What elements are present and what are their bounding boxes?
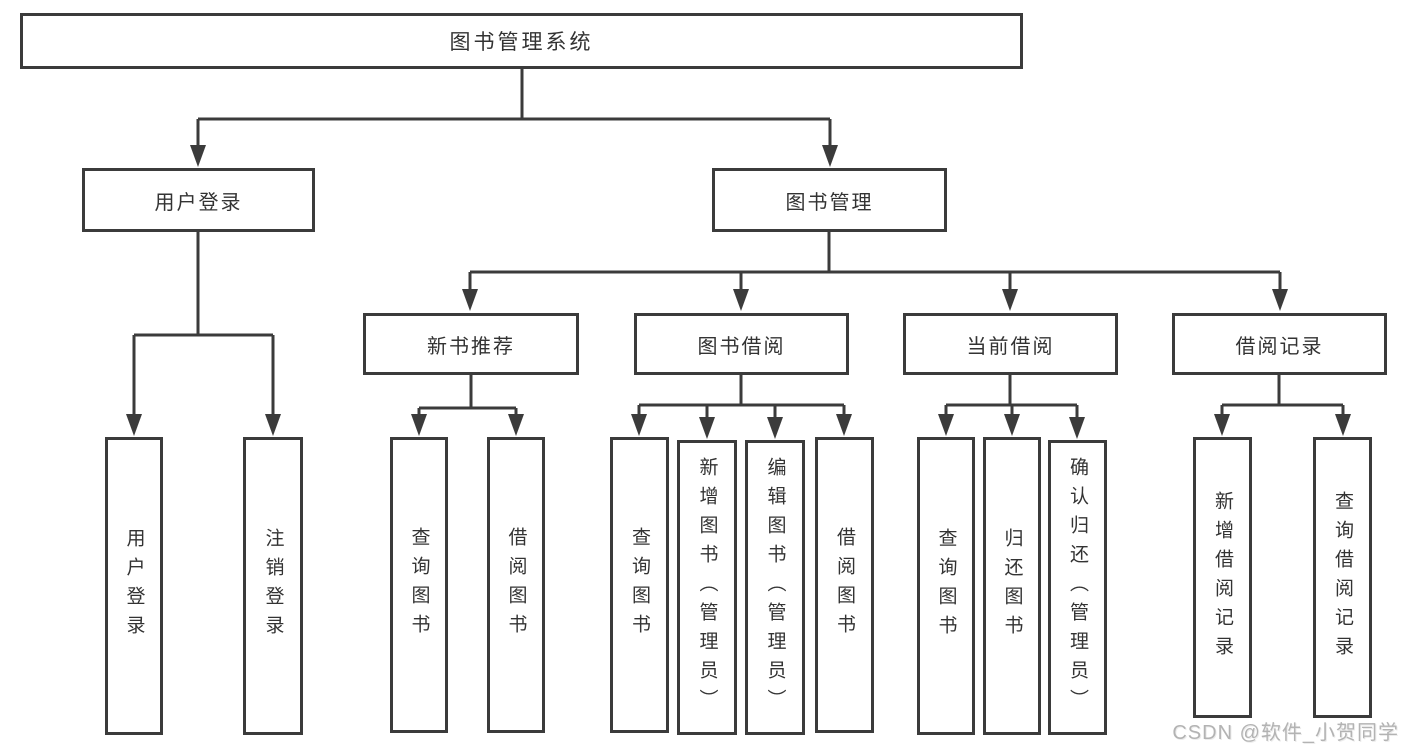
node-user-login: 用户登录 bbox=[82, 168, 315, 232]
node-borrowing-records: 借阅记录 bbox=[1172, 313, 1387, 375]
csdn-watermark: CSDN @软件_小贺同学 bbox=[1172, 722, 1399, 744]
node-book-management: 图书管理 bbox=[712, 168, 947, 232]
node-label: 用户登录 bbox=[154, 191, 243, 214]
node-new-book-recommend: 新书推荐 bbox=[363, 313, 579, 375]
node-label: 注销登录 bbox=[262, 528, 284, 644]
node-label: 归还图书 bbox=[1001, 528, 1023, 644]
leaf-return-books: 归还图书 bbox=[983, 437, 1041, 735]
leaf-query-borrow-record: 查询借阅记录 bbox=[1313, 437, 1372, 718]
node-label: 新增图书（管理员） bbox=[696, 457, 718, 718]
node-label: 图书管理系统 bbox=[449, 31, 594, 54]
node-label: 确认归还（管理员） bbox=[1067, 457, 1088, 718]
node-book-borrowing: 图书借阅 bbox=[634, 313, 849, 375]
node-label: 当前借阅 bbox=[966, 335, 1055, 358]
node-label: 新书推荐 bbox=[427, 335, 515, 358]
node-current-borrowing: 当前借阅 bbox=[903, 313, 1118, 375]
leaf-borrow-books-recommend: 借阅图书 bbox=[487, 437, 545, 733]
leaf-edit-books-admin: 编辑图书（管理员） bbox=[745, 440, 805, 735]
node-label: 借阅记录 bbox=[1235, 335, 1324, 358]
node-label: 借阅图书 bbox=[505, 527, 527, 643]
node-label: 图书管理 bbox=[785, 191, 874, 214]
node-label: 查询借阅记录 bbox=[1332, 490, 1353, 665]
leaf-add-books-admin: 新增图书（管理员） bbox=[677, 440, 737, 735]
leaf-logout: 注销登录 bbox=[243, 437, 303, 735]
node-label: 查询图书 bbox=[408, 527, 430, 643]
leaf-query-books-recommend: 查询图书 bbox=[390, 437, 448, 733]
leaf-add-borrow-record: 新增借阅记录 bbox=[1193, 437, 1252, 718]
node-label: 编辑图书（管理员） bbox=[764, 457, 786, 718]
leaf-query-books-borrowing: 查询图书 bbox=[610, 437, 669, 733]
node-label: 查询图书 bbox=[935, 528, 957, 644]
node-label: 新增借阅记录 bbox=[1212, 490, 1233, 665]
leaf-confirm-return-admin: 确认归还（管理员） bbox=[1048, 440, 1107, 735]
leaf-user-login: 用户登录 bbox=[105, 437, 163, 735]
node-label: 用户登录 bbox=[123, 528, 145, 644]
node-root-library-system: 图书管理系统 bbox=[20, 13, 1023, 69]
leaf-borrow-books: 借阅图书 bbox=[815, 437, 874, 733]
leaf-query-books-current: 查询图书 bbox=[917, 437, 975, 735]
node-label: 图书借阅 bbox=[697, 335, 786, 358]
node-label: 借阅图书 bbox=[834, 527, 855, 643]
node-label: 查询图书 bbox=[629, 527, 650, 643]
